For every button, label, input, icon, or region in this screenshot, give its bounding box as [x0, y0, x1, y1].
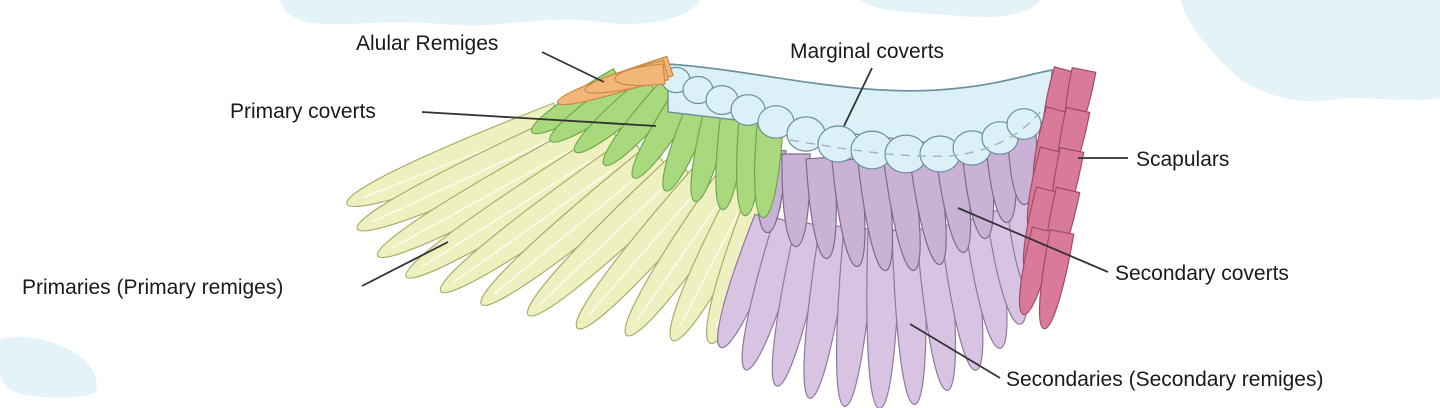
primary-feather-shaft	[453, 169, 613, 283]
label-marginal-coverts: Marginal coverts	[790, 40, 944, 63]
leader-marginal	[843, 67, 873, 127]
marginal-dashed-line	[789, 111, 1041, 157]
primary-feather-shaft	[635, 206, 717, 323]
label-secondaries: Secondaries (Secondary remiges)	[1006, 368, 1323, 391]
leader-secondaries	[909, 323, 1001, 379]
sky-blob-top-mid	[860, 0, 1040, 18]
label-secondary-coverts: Secondary coverts	[1115, 262, 1289, 285]
primary-feather-shaft	[493, 177, 636, 295]
primary-feather-shaft	[679, 213, 739, 327]
primary-feather-shaft	[419, 160, 591, 269]
sky-blob-top-right	[1180, 0, 1440, 102]
leader-alular	[541, 51, 605, 83]
leader-lines	[361, 51, 1128, 379]
alular-remiges-feathers	[556, 55, 674, 106]
alular-feather	[614, 63, 666, 87]
sky-blob-bottom-left	[0, 336, 97, 398]
sky-blob-top-left	[280, 0, 700, 26]
wing-leading-edge	[667, 63, 1053, 92]
labels: Alular Remiges Primary coverts Primaries…	[22, 32, 1323, 391]
marginal-coverts-scallops	[661, 63, 1053, 174]
marginal-covert-scallop	[1006, 108, 1042, 140]
primary-feather-shaft	[539, 187, 663, 305]
primary-feather-shaft	[371, 139, 550, 223]
primary-feather-shaft	[587, 198, 691, 317]
leader-primary-coverts	[421, 111, 657, 127]
primaries-feathers	[346, 102, 782, 344]
primary-covert-feather	[754, 124, 784, 219]
background-clouds	[0, 0, 1440, 398]
marginal-coverts-band	[661, 63, 1053, 174]
label-primary-coverts: Primary coverts	[230, 100, 376, 123]
leader-primaries	[361, 241, 449, 287]
label-primaries: Primaries (Primary remiges)	[22, 276, 283, 299]
label-alular-remiges: Alular Remiges	[356, 32, 498, 55]
primary-feather-shaft	[391, 150, 570, 249]
leader-secondary-coverts	[957, 207, 1109, 273]
label-scapulars: Scapulars	[1136, 148, 1229, 171]
secondary-coverts-feathers	[756, 130, 1038, 272]
